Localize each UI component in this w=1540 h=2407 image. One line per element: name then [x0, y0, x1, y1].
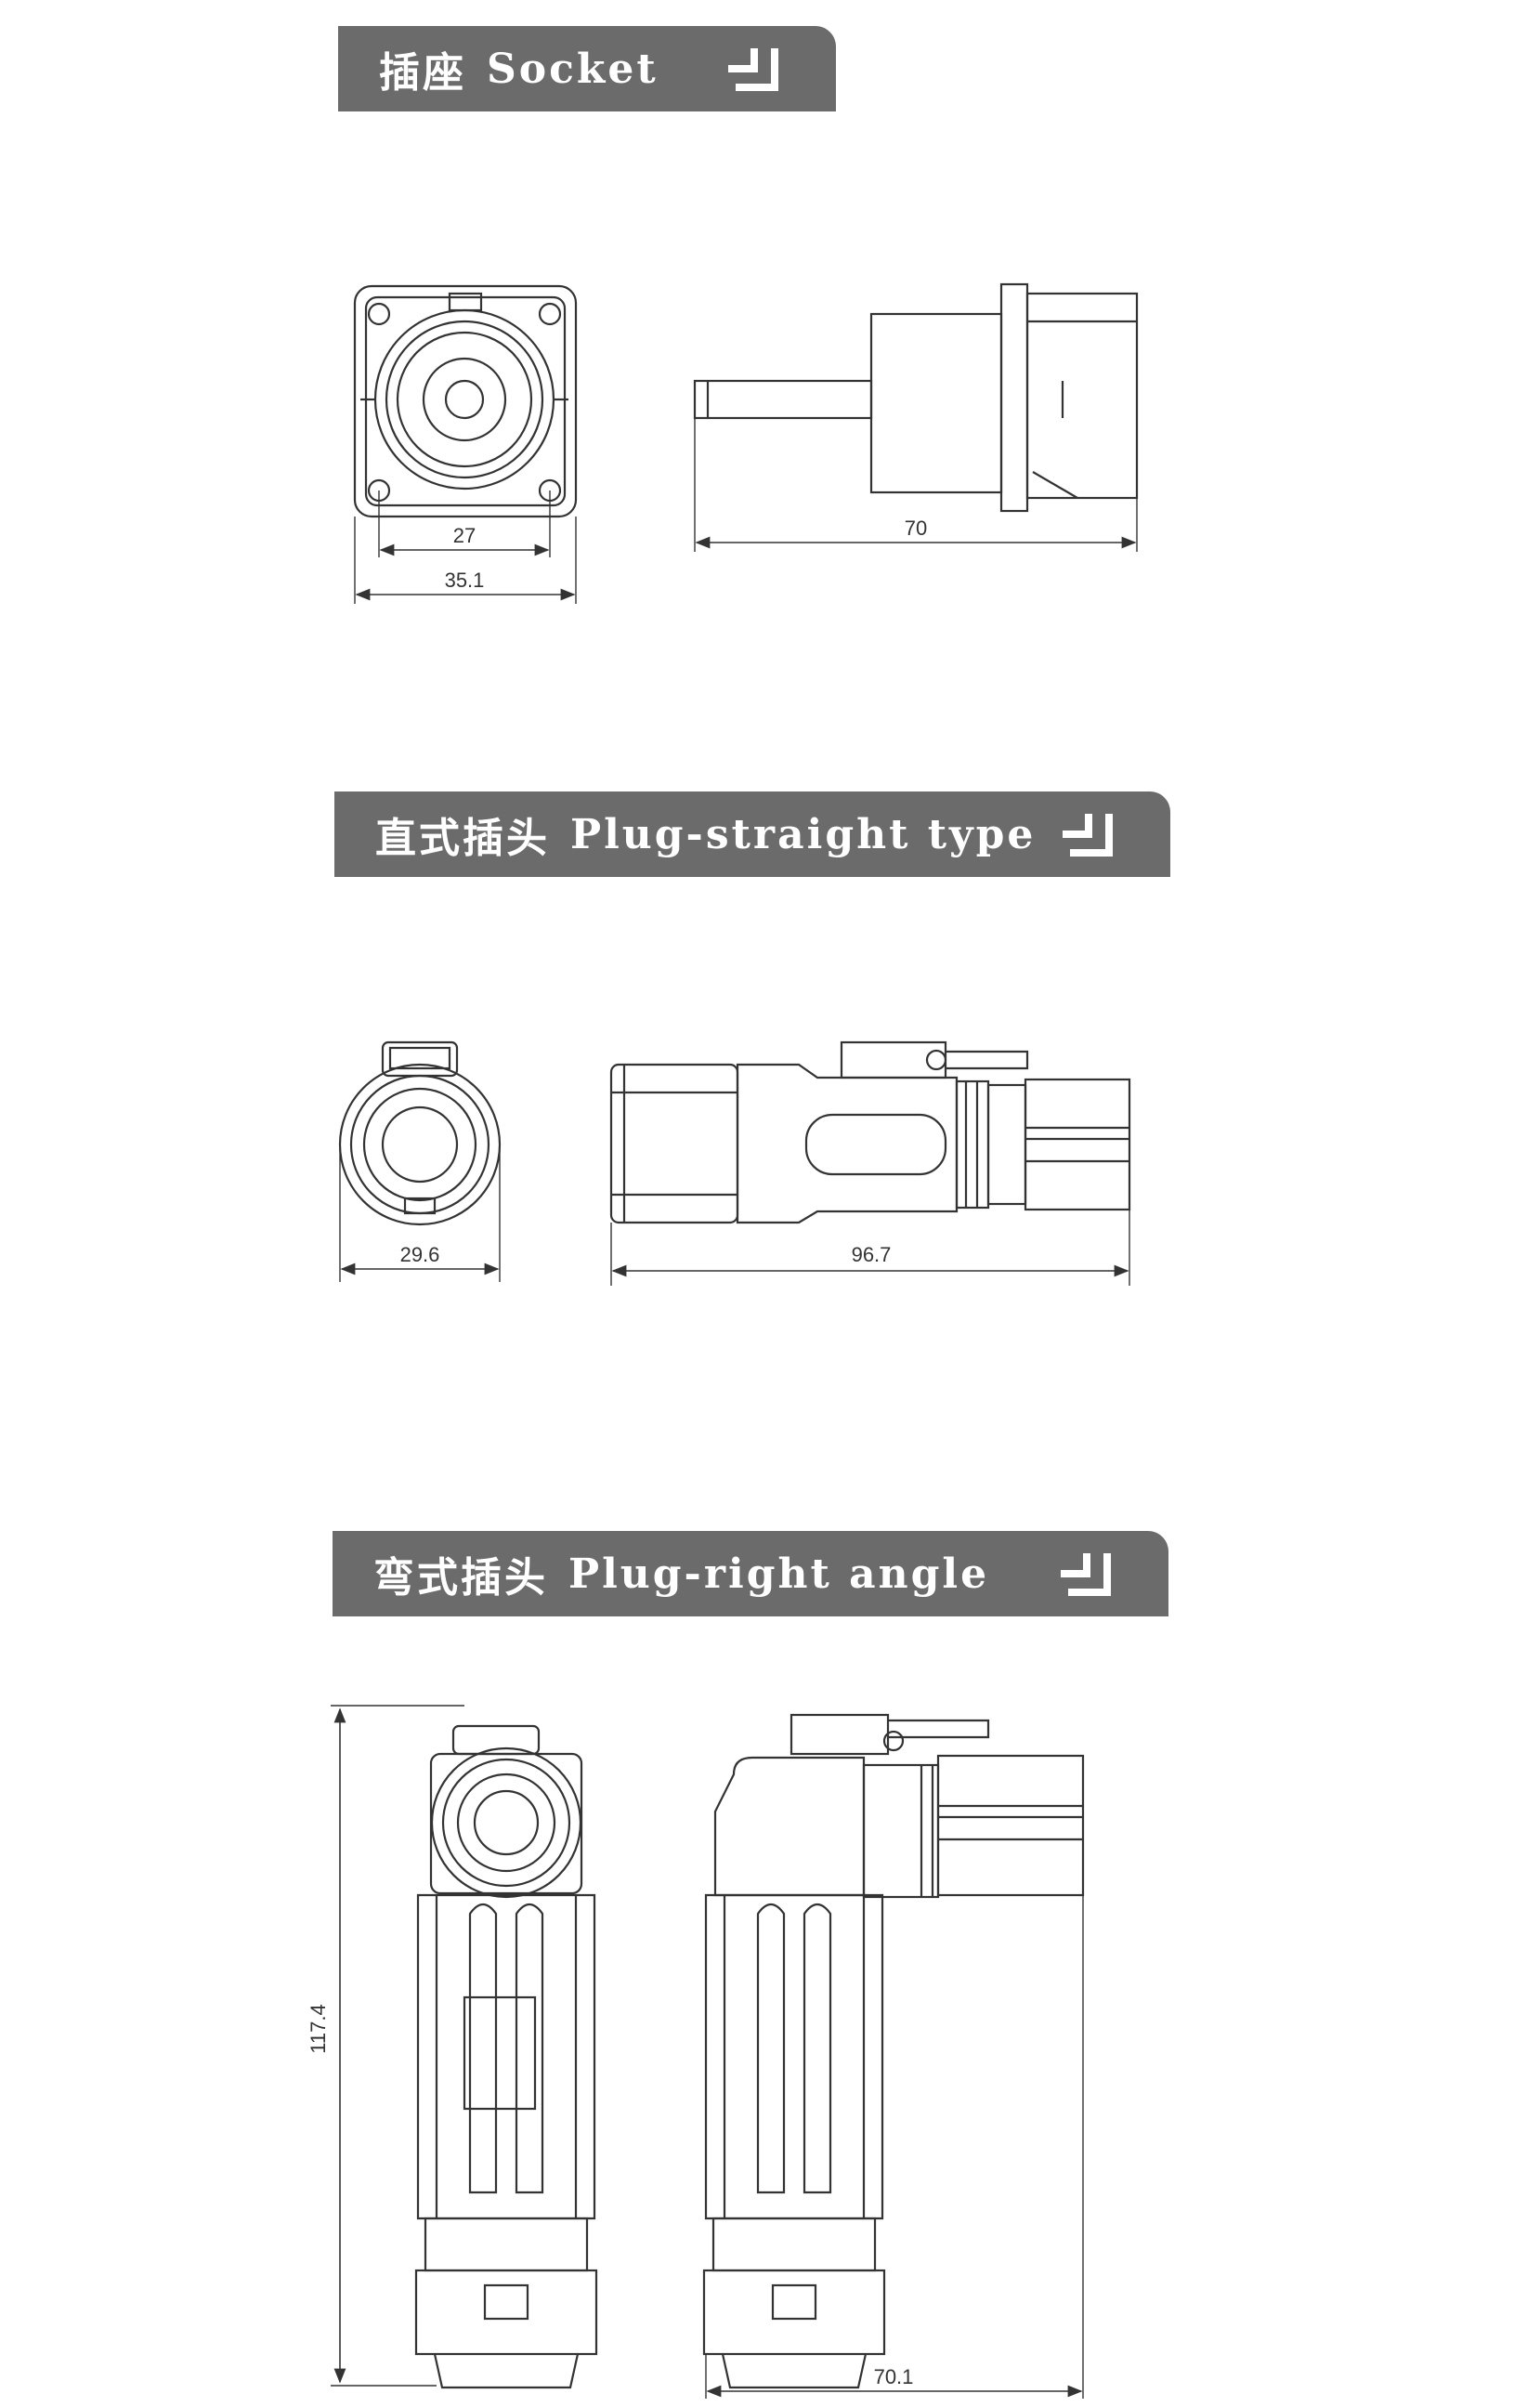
section-title-en: Plug-right angle	[568, 1550, 990, 1598]
section-title-en: Plug-straight type	[570, 810, 1037, 858]
right-angle-plug-side-view	[702, 1713, 1085, 2399]
section-banner-plug-straight: 直式插头 Plug-straight type	[334, 791, 1170, 877]
section-title-cn: 弯式插头	[373, 1554, 548, 1602]
dim-socket-outer: 35.1	[445, 569, 485, 592]
section-banner-plug-right-angle: 弯式插头 Plug-right angle	[333, 1531, 1168, 1616]
section-title-cn: 直式插头	[375, 815, 550, 862]
dim-socket-length: 70	[905, 517, 927, 540]
dim-angle-height: 117.4	[307, 2004, 330, 2053]
straight-plug-side-view	[609, 1040, 1131, 1286]
corner-arrow-icon	[728, 48, 778, 91]
socket-side-view	[693, 282, 1139, 552]
corner-arrow-icon	[1061, 1553, 1111, 1596]
dim-angle-width: 70.1	[874, 2365, 914, 2388]
dim-straight-diameter: 29.6	[400, 1243, 440, 1266]
socket-front-view	[353, 284, 578, 604]
straight-plug-front-view	[338, 1040, 502, 1282]
dim-straight-length: 96.7	[852, 1243, 892, 1266]
corner-arrow-icon	[1063, 814, 1113, 857]
section-title-en: Socket	[487, 45, 659, 93]
section-banner-socket: 插座 Socket	[338, 26, 836, 111]
dim-socket-inner: 27	[453, 524, 476, 547]
right-angle-plug-front-view	[331, 1705, 598, 2389]
section-title-cn: 插座	[379, 49, 466, 97]
